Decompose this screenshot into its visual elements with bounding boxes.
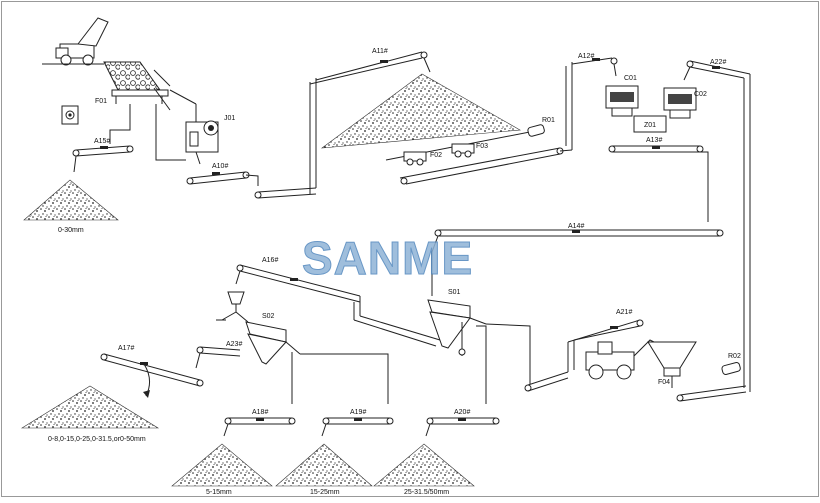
motor-r02-icon	[721, 362, 741, 375]
a10-label: A10#	[212, 163, 228, 170]
hopper-hook	[154, 70, 196, 122]
vibrating-screen-s02	[246, 322, 286, 364]
a14-label: A14#	[568, 223, 584, 230]
a23-label: A23#	[226, 341, 242, 348]
conveyor-a23	[196, 342, 300, 404]
control-box-icon	[62, 106, 78, 124]
product-label-0-30: 0-30mm	[58, 227, 84, 234]
cone-crusher-c02	[664, 88, 696, 118]
feeder-f02	[404, 152, 426, 165]
hopper-f04	[648, 342, 696, 388]
a11-label: A11#	[372, 48, 388, 55]
a15-label: A15#	[94, 138, 110, 145]
j01-label: J01	[224, 115, 235, 122]
product-label-25-50: 25-31.5/50mm	[404, 489, 449, 496]
product-label-15-25: 15-25mm	[310, 489, 340, 496]
s01-label: S01	[448, 289, 461, 296]
a13-label: A13#	[646, 137, 662, 144]
c01-label: C01	[624, 75, 637, 82]
feed-chute	[216, 292, 248, 322]
a19-label: A19#	[350, 409, 366, 416]
product-label-5-15: 5-15mm	[206, 489, 232, 496]
conveyor-a10	[187, 172, 249, 184]
conveyor-a17	[101, 354, 203, 398]
stockpile-15-25mm	[276, 444, 372, 486]
motor-r01-icon	[527, 124, 545, 137]
a18-label: A18#	[252, 409, 268, 416]
s02-label: S02	[262, 313, 275, 320]
a22-label: A22#	[710, 59, 726, 66]
underflow-line	[110, 104, 130, 144]
dump-truck-icon	[56, 18, 108, 65]
jaw-crusher-j01	[186, 121, 218, 164]
stockpile-0-30mm	[24, 180, 118, 220]
feed-line-j01	[156, 104, 186, 160]
conveyor-a20	[426, 418, 499, 436]
z01-label: Z01	[644, 122, 656, 129]
conveyor-a14	[432, 230, 723, 296]
bottom-return-conveyor	[677, 386, 746, 401]
a21-label: A21#	[616, 309, 632, 316]
f04-label: F04	[658, 379, 670, 386]
a17-label: A17#	[118, 345, 134, 352]
f02-label: F02	[430, 152, 442, 159]
a12-label: A12#	[578, 53, 594, 60]
c02-label: C02	[694, 91, 707, 98]
vibrating-screen-s01	[428, 300, 486, 356]
sanme-watermark: SANME	[302, 232, 473, 284]
feeder-f03	[452, 144, 474, 157]
cone-crusher-c01	[606, 86, 638, 116]
f03-label: F03	[476, 143, 488, 150]
product-label-fine: 0-8,0-15,0-25,0-31.5,or0-50mm	[48, 436, 146, 443]
drop-line-a19	[300, 354, 388, 404]
a20-label: A20#	[454, 409, 470, 416]
surge-stockpile	[322, 74, 520, 148]
a16-label: A16#	[262, 257, 278, 264]
r02-label: R02	[728, 353, 741, 360]
wheel-loader-icon	[586, 340, 658, 379]
conveyor-a19	[322, 418, 393, 436]
conveyor-a15	[73, 146, 133, 172]
conveyor-a18	[224, 418, 295, 436]
f01-label: F01	[95, 98, 107, 105]
vibrating-feeder-f01	[104, 62, 168, 104]
drop-line-a20	[476, 326, 486, 404]
conveyor-a13	[609, 146, 708, 222]
r01-label: R01	[542, 117, 555, 124]
stockpile-fine	[22, 386, 158, 428]
stockpile-25-50mm	[374, 444, 474, 486]
stockpile-5-15mm	[172, 444, 272, 486]
